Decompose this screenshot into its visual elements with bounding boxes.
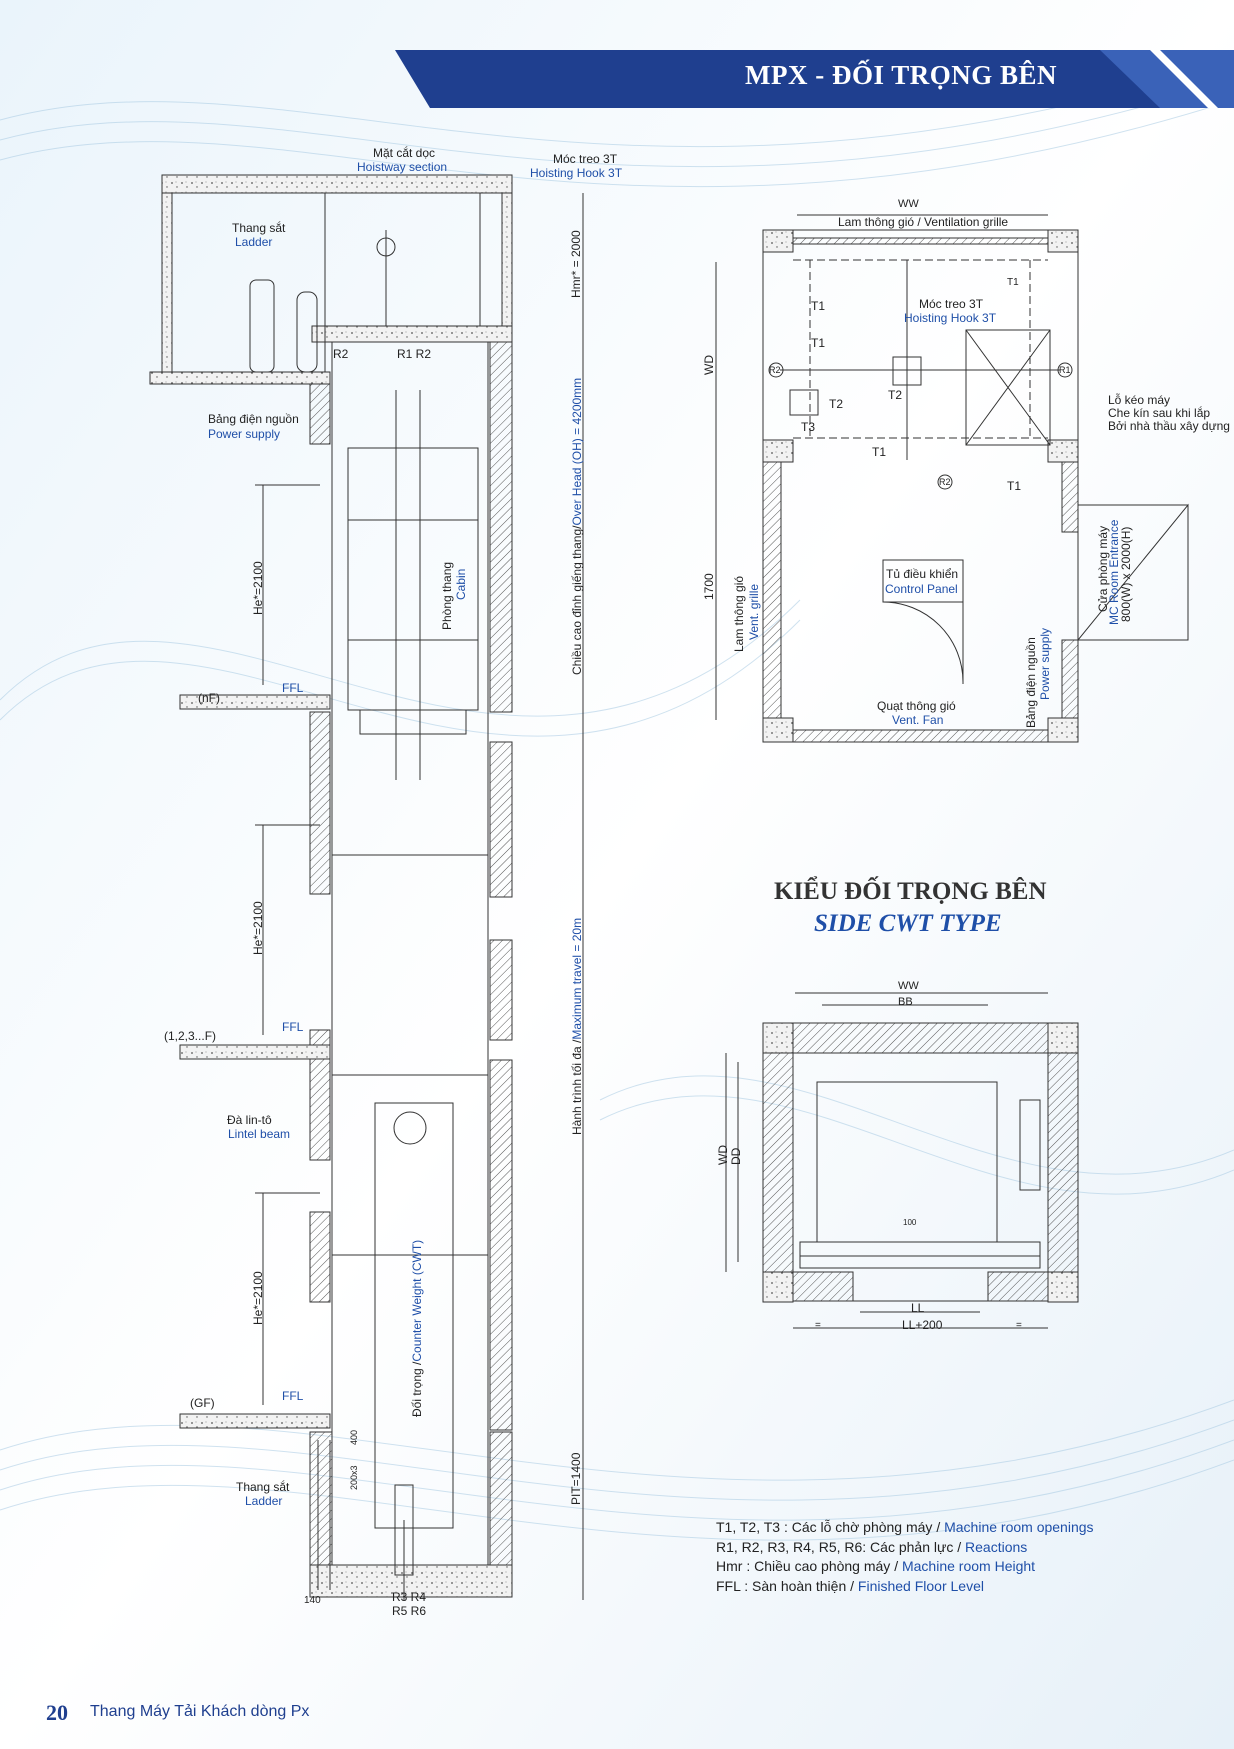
mr-vent-grille-label: Lam thông gió / Ventilation grille — [838, 215, 1009, 229]
cabin-en: Cabin — [454, 568, 468, 600]
mr-wd-label: WD — [702, 355, 716, 375]
legend-item: Hmr : Chiều cao phòng máy / Machine room… — [716, 1558, 1036, 1574]
lintel-en: Lintel beam — [228, 1127, 291, 1141]
r1r2-label: R1 R2 — [397, 347, 432, 361]
legend: T1, T2, T3 : Các lỗ chờ phòng máy / Mach… — [716, 1518, 1094, 1596]
ladder-top-vn: Thang sắt — [232, 221, 286, 235]
mr-power-en: Power supply — [1038, 627, 1052, 700]
cabin-vn: Phòng thang — [440, 561, 454, 630]
hp-ww-label: WW — [898, 980, 919, 992]
footer-title: Thang Máy Tải Khách dòng Px — [90, 1703, 310, 1720]
mr-ww-label: WW — [898, 198, 919, 210]
dim-200x3: 200x3 — [349, 1465, 359, 1490]
mr-note-3: Bởi nhà thầu xây dựng — [1108, 419, 1230, 433]
floor-g-label: (GF) — [190, 1396, 215, 1410]
fan-en: Vent. Fan — [892, 713, 944, 727]
t3-label: T3 — [801, 420, 816, 434]
t1-label-1: T1 — [811, 299, 826, 313]
lintel-vn: Đà lin-tô — [227, 1113, 272, 1127]
t1-label-2: T1 — [811, 336, 826, 350]
r1-label: R1 — [1059, 365, 1071, 375]
eq-left: = — [815, 1320, 821, 1331]
hp-dd-label: DD — [729, 1147, 743, 1165]
section-title-en: Hoistway section — [357, 160, 448, 174]
t1-label-3: T1 — [1007, 277, 1019, 288]
pit-label: PIT=1400 — [569, 1452, 583, 1505]
door-size: 800(W) x 2000(H) — [1119, 526, 1133, 622]
ll200-label: LL+200 — [902, 1318, 943, 1332]
section-hook-vn: Móc treo 3T — [553, 152, 618, 166]
t1-label-5: T1 — [1007, 479, 1022, 493]
ladder-pit-en: Ladder — [245, 1494, 283, 1508]
overhead-label: Chiều cao đỉnh giếng thang/Over Head (OH… — [570, 377, 584, 675]
floor-n-label: (nF) — [198, 691, 220, 705]
legend-item: R1, R2, R3, R4, R5, R6: Các phản lực / R… — [716, 1538, 1028, 1555]
page-title: MPX - ĐỐI TRỌNG BÊN — [745, 60, 1058, 90]
ll-label: LL — [911, 1301, 925, 1315]
legend-item: FFL : Sàn hoàn thiện / Finished Floor Le… — [716, 1577, 984, 1594]
ladder-pit-vn: Thang sắt — [236, 1480, 290, 1494]
dim-400: 400 — [349, 1429, 359, 1445]
ffl-label-2: FFL — [282, 1020, 304, 1034]
power-en: Power supply — [208, 427, 281, 441]
mr-note-1: Lỗ kéo máy — [1108, 393, 1171, 407]
he-label-2: He*=2100 — [251, 901, 265, 955]
mr-note-2: Che kín sau khi lắp — [1108, 406, 1211, 420]
mr-power-vn: Bảng điện nguồn — [1024, 637, 1038, 728]
r3r4-label: R3 R4 — [392, 1590, 427, 1604]
r5r6-label: R5 R6 — [392, 1604, 427, 1618]
hoistway-plan — [725, 992, 1079, 1329]
type-heading-vn: KIỂU ĐỐI TRỌNG BÊN — [774, 878, 1047, 905]
r2-label: R2 — [333, 347, 349, 361]
he-label-3: He*=2100 — [251, 1271, 265, 1325]
section-title-vn: Mặt cắt dọc — [373, 146, 436, 160]
legend-item: T1, T2, T3 : Các lỗ chờ phòng máy / Mach… — [716, 1519, 1094, 1535]
machine-room-plan — [715, 214, 1189, 743]
dim-100: 100 — [903, 1218, 917, 1227]
r2-label-1: R2 — [769, 365, 781, 375]
type-heading-en: SIDE CWT TYPE — [814, 910, 1002, 937]
page-number: 20 — [46, 1700, 68, 1725]
mr-vent-vn: Lam thông gió — [732, 575, 746, 652]
power-vn: Bảng điện nguồn — [208, 412, 299, 426]
r2-label-2: R2 — [939, 477, 951, 487]
floor-mid-label: (1,2,3...F) — [164, 1029, 217, 1043]
ffl-label-3: FFL — [282, 1389, 304, 1403]
t2-label-2: T2 — [888, 388, 903, 402]
cwt-label: Đối trọng /Counter Weight (CWT) — [410, 1239, 424, 1417]
section-hook-en: Hoisting Hook 3T — [530, 166, 623, 180]
hmr-label: Hmr* = 2000 — [569, 230, 583, 298]
panel-en: Control Panel — [885, 582, 958, 596]
fan-vn: Quạt thông gió — [877, 699, 956, 713]
dim-140: 140 — [304, 1595, 321, 1606]
ffl-label-1: FFL — [282, 681, 304, 695]
hoistway-section — [149, 174, 584, 1600]
eq-right: = — [1016, 1320, 1022, 1331]
decorative-waves — [0, 59, 1234, 1541]
t1-label-4: T1 — [872, 445, 887, 459]
he-label-1: He*=2100 — [251, 561, 265, 615]
ladder-top-en: Ladder — [235, 235, 273, 249]
hp-bb-label: BB — [898, 996, 913, 1008]
t2-label-1: T2 — [829, 397, 844, 411]
travel-label: Hành trình tối đa /Maximum travel = 20m — [570, 917, 584, 1135]
mr-vent-en: Vent. grille — [747, 583, 761, 640]
dim-1700: 1700 — [702, 573, 716, 600]
header-banner — [395, 50, 1234, 108]
mr-hook-en: Hoisting Hook 3T — [904, 311, 997, 325]
mr-hook-vn: Móc treo 3T — [919, 297, 984, 311]
panel-vn: Tủ điều khiển — [886, 567, 959, 581]
